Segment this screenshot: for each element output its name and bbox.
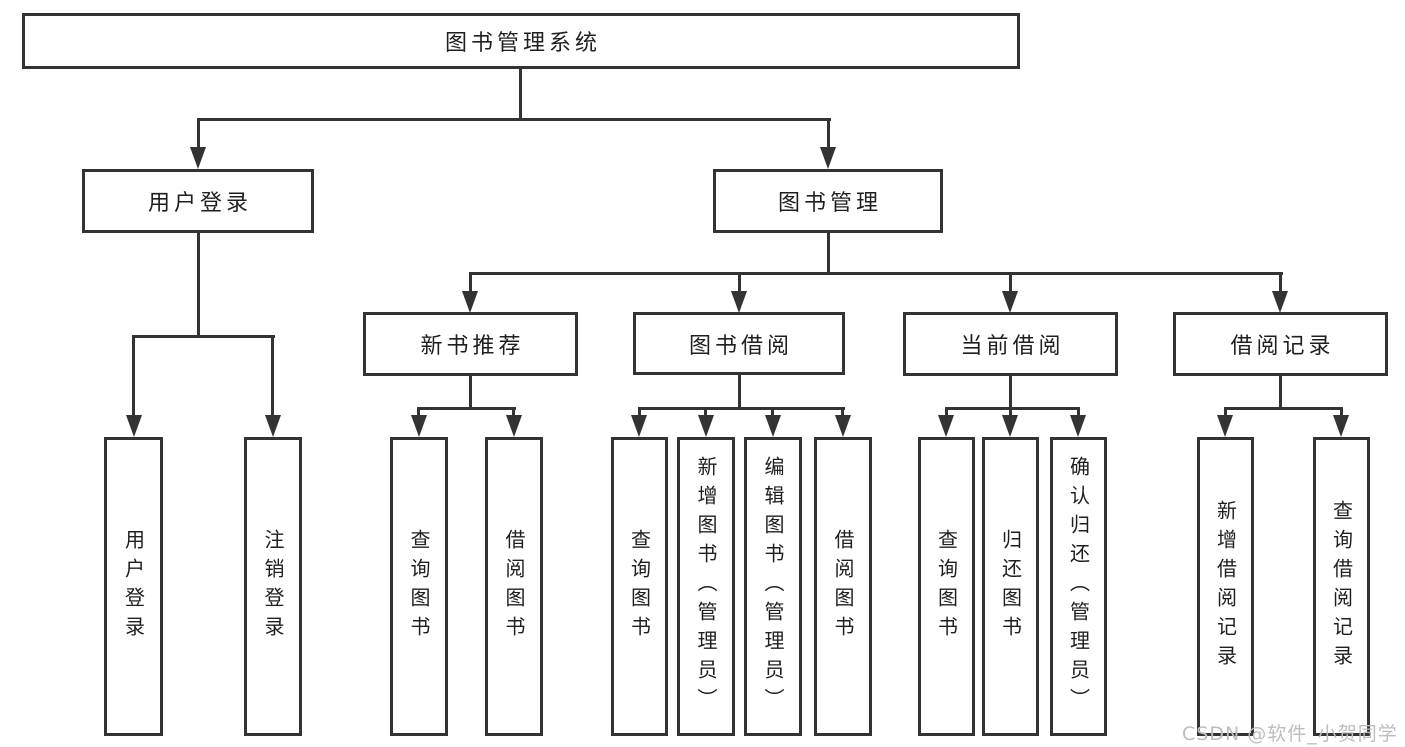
leaf-add-borrow-record-label: 新增借阅记录 (1213, 499, 1238, 674)
connector-drop-leaf (1224, 407, 1227, 417)
leaf-return-book-label: 归还图书 (998, 528, 1023, 645)
leaf-current-search-book-label: 查询图书 (934, 528, 959, 645)
node-borrow-records: 借阅记录 (1173, 312, 1388, 376)
arrow-down-icon (265, 415, 281, 437)
node-book-borrow: 图书借阅 (633, 312, 845, 375)
connector-drop-leaf (638, 407, 641, 417)
leaf-add-book-admin-label: 新增图书（管理员） (694, 456, 718, 717)
connector-drop-level2 (1009, 272, 1012, 294)
connector-borrow-stem (738, 375, 741, 410)
arrow-down-icon (462, 291, 478, 313)
leaf-add-borrow-record: 新增借阅记录 (1197, 437, 1254, 736)
leaf-logout-label: 注销登录 (261, 528, 285, 645)
leaf-logout: 注销登录 (244, 437, 302, 736)
node-borrow-records-label: 借阅记录 (1230, 334, 1335, 359)
leaf-recommend-borrow-book: 借阅图书 (485, 437, 543, 736)
connector-root-stem (519, 67, 522, 120)
leaf-search-borrow-record-label: 查询借阅记录 (1329, 499, 1354, 674)
arrow-down-icon (1272, 291, 1288, 313)
node-book-management: 图书管理 (713, 169, 943, 233)
leaf-user-login-label: 用户登录 (121, 528, 146, 645)
connector-drop-leaf (704, 407, 707, 417)
leaf-edit-book-admin: 编辑图书（管理员） (744, 437, 802, 736)
leaf-current-search-book: 查询图书 (918, 437, 975, 736)
leaf-search-borrow-record: 查询借阅记录 (1313, 437, 1370, 736)
arrow-down-icon (126, 415, 142, 437)
leaf-edit-book-admin-label: 编辑图书（管理员） (761, 456, 785, 717)
connector-drop-leaf (271, 335, 274, 417)
arrow-down-icon (1333, 415, 1349, 437)
connector-records-stem (1279, 376, 1282, 410)
leaf-add-book-admin: 新增图书（管理员） (677, 437, 735, 736)
leaf-borrow-book: 借阅图书 (814, 437, 872, 736)
leaf-return-book: 归还图书 (982, 437, 1039, 736)
connector-login-bar (132, 335, 275, 338)
connector-current-bar (945, 407, 1080, 410)
connector-drop-leaf (841, 407, 844, 417)
node-root: 图书管理系统 (22, 13, 1020, 69)
connector-book-management-stem (827, 233, 830, 275)
leaf-confirm-return-admin: 确认归还（管理员） (1050, 437, 1107, 736)
node-current-borrow: 当前借阅 (903, 312, 1118, 376)
connector-drop-leaf (512, 407, 515, 417)
node-new-book-recommend: 新书推荐 (363, 312, 578, 376)
connector-drop-leaf (132, 335, 135, 417)
connector-recommend-bar (417, 407, 516, 410)
arrow-down-icon (698, 415, 714, 437)
arrow-down-icon (820, 147, 836, 169)
connector-drop-leaf (417, 407, 420, 417)
node-book-borrow-label: 图书借阅 (688, 333, 793, 359)
arrow-down-icon (731, 291, 747, 313)
node-root-label: 图书管理系统 (444, 31, 601, 56)
arrow-down-icon (1002, 415, 1018, 437)
arrow-down-icon (631, 415, 647, 437)
connector-drop-level2 (469, 272, 472, 294)
connector-recommend-stem (469, 376, 472, 410)
connector-drop-level2 (738, 272, 741, 294)
arrow-down-icon (835, 415, 851, 437)
leaf-recommend-search-book: 查询图书 (390, 437, 448, 736)
leaf-recommend-search-book-label: 查询图书 (407, 528, 431, 645)
leaf-user-login: 用户登录 (104, 437, 163, 736)
node-user-login: 用户登录 (82, 169, 314, 233)
connector-drop-leaf (1340, 407, 1343, 417)
connector-level1-bar (197, 118, 831, 121)
leaf-borrow-search-book: 查询图书 (611, 437, 668, 736)
leaf-borrow-search-book-label: 查询图书 (627, 528, 652, 645)
connector-records-bar (1224, 407, 1343, 410)
arrow-down-icon (1070, 415, 1086, 437)
arrow-down-icon (190, 147, 206, 169)
csdn-watermark: CSDN @软件_小贺同学 (1182, 723, 1398, 745)
node-new-book-recommend-label: 新书推荐 (420, 334, 525, 359)
connector-drop-leaf (945, 407, 948, 417)
node-book-management-label: 图书管理 (777, 191, 882, 216)
node-user-login-label: 用户登录 (147, 191, 252, 216)
arrow-down-icon (1002, 291, 1018, 313)
leaf-recommend-borrow-book-label: 借阅图书 (502, 528, 526, 645)
connector-drop-user-login (197, 118, 200, 152)
arrow-down-icon (1217, 415, 1233, 437)
connector-drop-book-management (827, 118, 830, 152)
connector-borrow-bar (638, 407, 845, 410)
connector-user-login-stem (197, 233, 200, 338)
connector-level2-bar (469, 272, 1283, 275)
leaf-confirm-return-admin-label: 确认归还（管理员） (1066, 456, 1091, 717)
connector-drop-leaf (771, 407, 774, 417)
arrow-down-icon (411, 415, 427, 437)
arrow-down-icon (765, 415, 781, 437)
connector-drop-leaf (1077, 407, 1080, 417)
arrow-down-icon (938, 415, 954, 437)
leaf-borrow-book-label: 借阅图书 (831, 528, 855, 645)
arrow-down-icon (506, 415, 522, 437)
connector-drop-level2 (1279, 272, 1282, 294)
node-current-borrow-label: 当前借阅 (960, 334, 1065, 359)
connector-drop-leaf (1009, 407, 1012, 417)
connector-current-stem (1009, 376, 1012, 410)
